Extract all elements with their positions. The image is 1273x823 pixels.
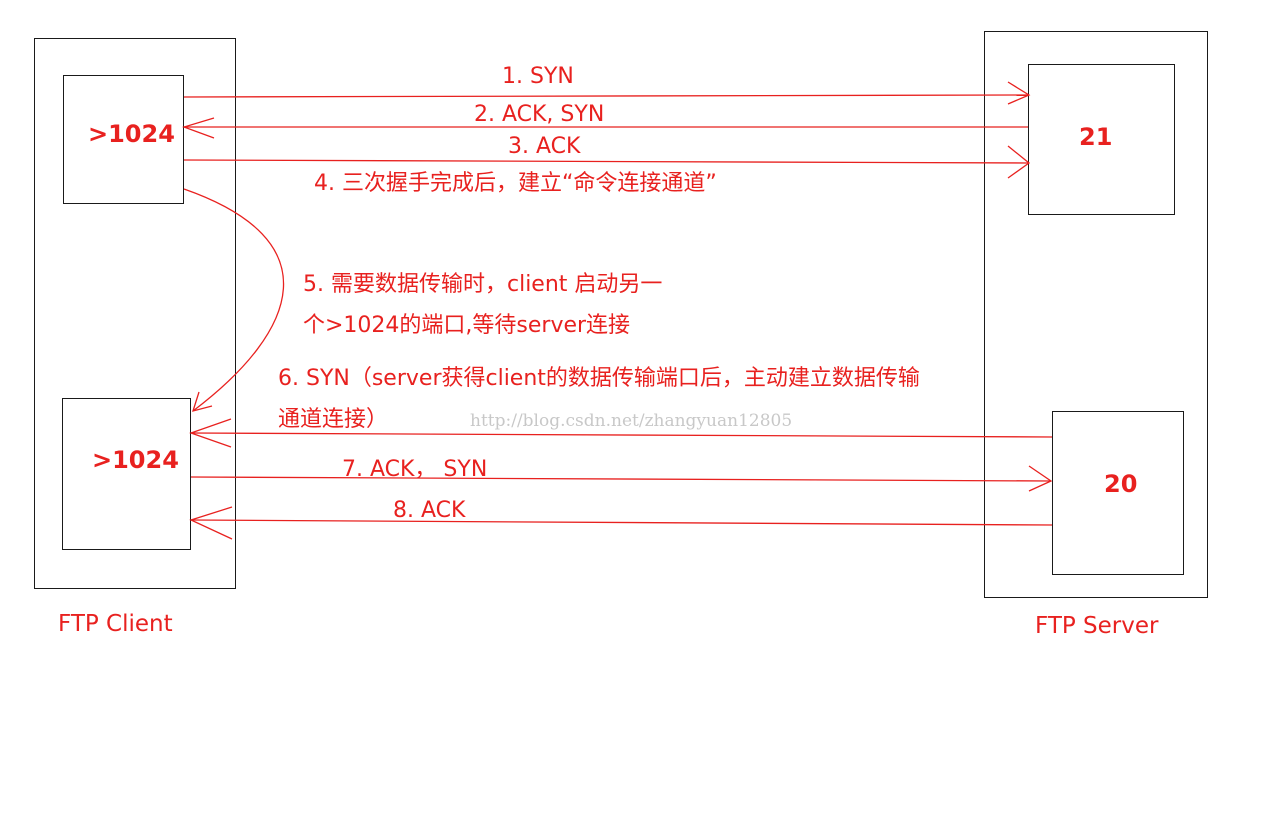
step6-label-line1: 6. SYN（server获得client的数据传输端口后，主动建立数据传输 xyxy=(278,366,920,391)
ftp-server-caption: FTP Server xyxy=(1035,613,1159,639)
server-data-port-box xyxy=(1052,411,1184,575)
step8-label: 8. ACK xyxy=(393,498,466,523)
step3-label: 3. ACK xyxy=(508,134,581,159)
client-data-port-box xyxy=(62,398,191,550)
arrowhead-step6 xyxy=(189,418,232,448)
arrowhead-step5 xyxy=(192,391,213,412)
arrowhead-step7 xyxy=(1028,465,1053,492)
client-command-port-label: >1024 xyxy=(88,120,175,148)
ftp-client-container xyxy=(34,38,236,589)
ftp-server-container xyxy=(984,31,1208,598)
server-data-port-label: 20 xyxy=(1104,470,1138,498)
arrowhead-step3 xyxy=(1007,145,1031,179)
arrow-step1-syn xyxy=(183,94,1029,98)
step5-label-line2: 个>1024的端口,等待server连接 xyxy=(303,313,631,338)
arrow-step5-curve xyxy=(183,188,285,412)
ftp-client-caption: FTP Client xyxy=(58,611,173,637)
arrow-step6-syn xyxy=(190,432,1053,438)
watermark-url: http://blog.csdn.net/zhangyuan12805 xyxy=(470,411,793,431)
arrowhead-step1 xyxy=(1007,81,1031,105)
step4-label: 4. 三次握手完成后，建立“命令连接通道” xyxy=(314,171,717,196)
step2-label: 2. ACK, SYN xyxy=(474,102,605,127)
step7-label: 7. ACK， SYN xyxy=(342,457,488,482)
step6-label-line2: 通道连接） xyxy=(278,407,389,432)
arrow-step8-ack xyxy=(190,519,1053,526)
arrow-step3-ack xyxy=(183,159,1029,164)
client-data-port-label: >1024 xyxy=(92,446,179,474)
arrowhead-step8 xyxy=(189,506,233,540)
arrow-step7-ack-syn xyxy=(190,476,1052,482)
server-command-port-label: 21 xyxy=(1079,123,1113,151)
step1-label: 1. SYN xyxy=(502,64,574,89)
server-command-port-box xyxy=(1028,64,1175,215)
arrowhead-step2 xyxy=(181,117,215,139)
client-command-port-box xyxy=(63,75,184,204)
step5-label-line1: 5. 需要数据传输时，client 启动另一 xyxy=(303,272,663,297)
